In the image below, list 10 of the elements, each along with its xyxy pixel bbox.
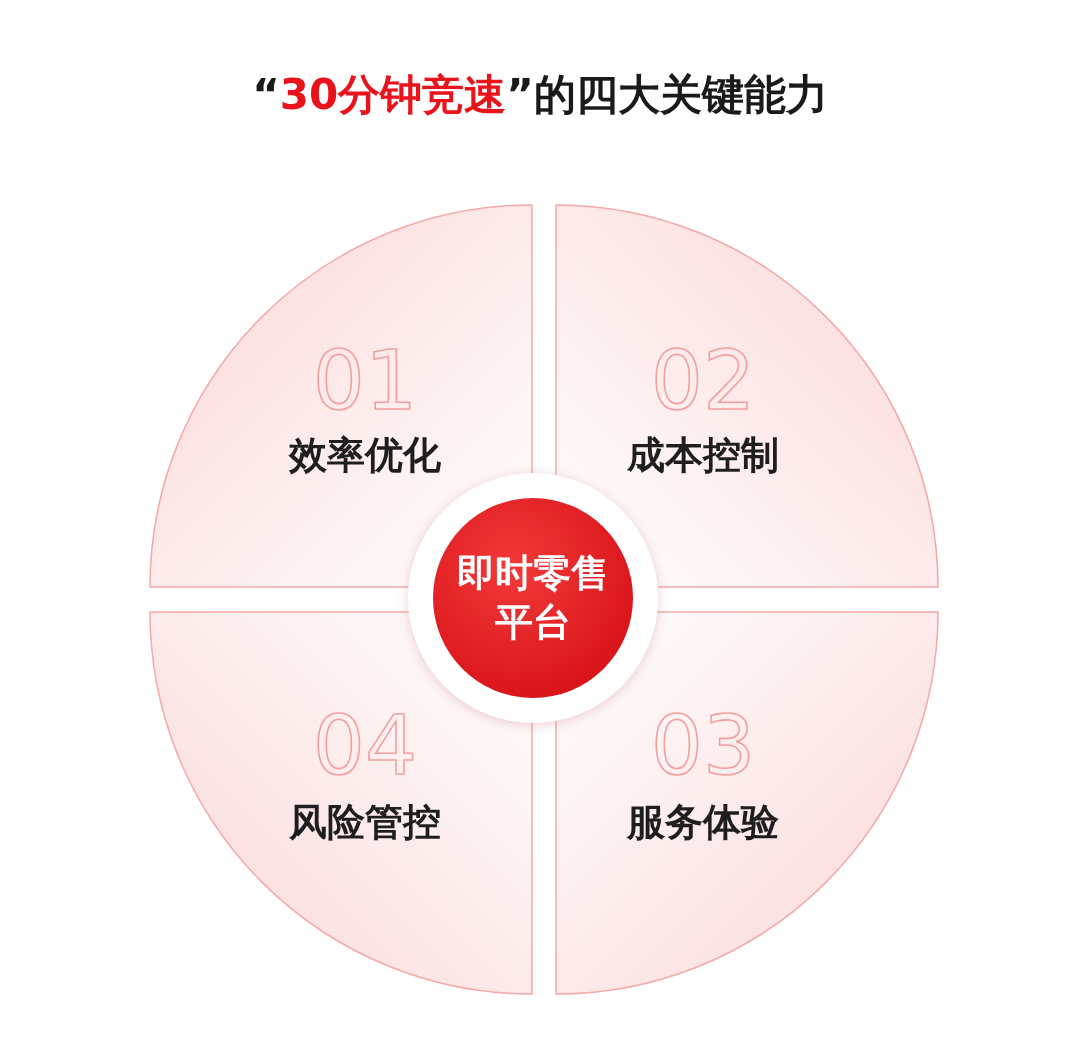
center-label: 即时零售平台 — [456, 549, 610, 646]
step-number: 04 — [312, 705, 418, 787]
step-number: 03 — [650, 705, 756, 787]
step-number: 02 — [650, 340, 756, 422]
quadrant-label: 成本控制 — [627, 433, 779, 479]
quadrant-label: 效率优化 — [289, 433, 441, 479]
quadrant-label: 风险管控 — [289, 800, 441, 846]
quadrant-label: 服务体验 — [627, 800, 779, 846]
title: “30分钟竞速”的四大关键能力 — [251, 70, 829, 121]
step-number: 01 — [312, 340, 418, 422]
